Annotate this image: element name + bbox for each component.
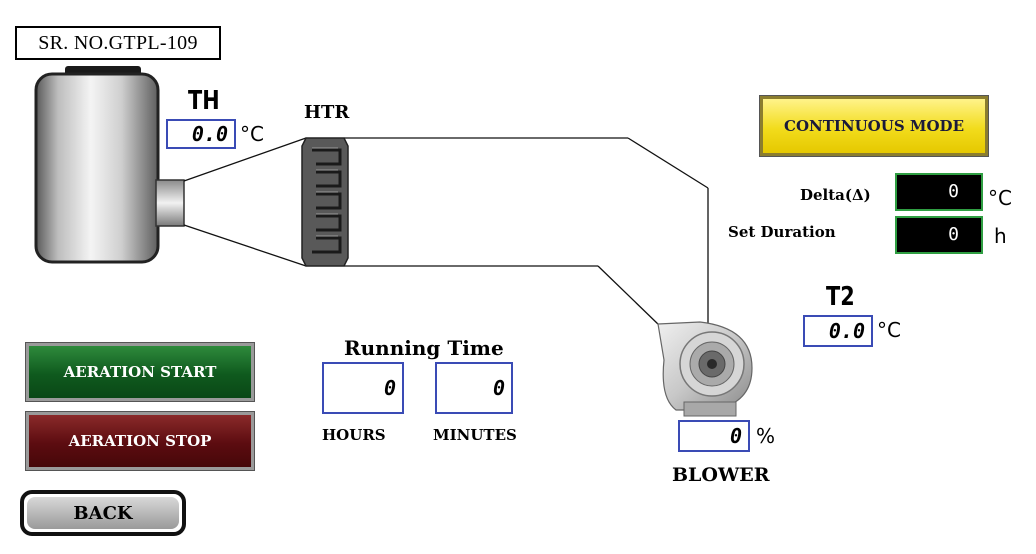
blower-label: BLOWER [672, 464, 770, 486]
heater-icon [301, 137, 349, 267]
aeration-start-button[interactable]: AERATION START [25, 342, 255, 402]
hours-label: HOURS [322, 426, 386, 444]
set-duration-label: Set Duration [728, 223, 836, 241]
th-label: TH [188, 86, 220, 116]
back-button[interactable]: BACK [20, 490, 186, 536]
set-duration-input[interactable]: 0 [895, 216, 983, 254]
delta-label: Delta(Δ) [800, 186, 871, 204]
running-minutes-display: 0 [435, 362, 513, 414]
minutes-label: MINUTES [433, 426, 517, 444]
aeration-start-label: AERATION START [63, 363, 217, 381]
th-value-display: 0.0 [166, 119, 236, 149]
t2-label: T2 [826, 282, 855, 312]
continuous-mode-button[interactable]: CONTINUOUS MODE [759, 95, 989, 157]
delta-unit: °C [988, 186, 1012, 210]
aeration-stop-label: AERATION STOP [68, 432, 212, 450]
blower-percent-input[interactable]: 0 [678, 420, 750, 452]
tank-icon [34, 66, 185, 264]
th-unit: °C [240, 122, 264, 146]
duct-lines [183, 137, 709, 327]
continuous-mode-label: CONTINUOUS MODE [784, 117, 964, 135]
blower-icon [657, 321, 753, 417]
t2-value-display: 0.0 [803, 315, 873, 347]
back-label: BACK [27, 497, 179, 529]
delta-input[interactable]: 0 [895, 173, 983, 211]
running-hours-display: 0 [322, 362, 404, 414]
blower-unit: % [756, 424, 776, 448]
aeration-stop-button[interactable]: AERATION STOP [25, 411, 255, 471]
running-time-title: Running Time [344, 336, 504, 360]
htr-label: HTR [304, 102, 350, 123]
t2-unit: °C [877, 318, 901, 342]
set-duration-unit: h [994, 224, 1007, 248]
serial-number-label: SR. NO.GTPL-109 [15, 26, 221, 60]
